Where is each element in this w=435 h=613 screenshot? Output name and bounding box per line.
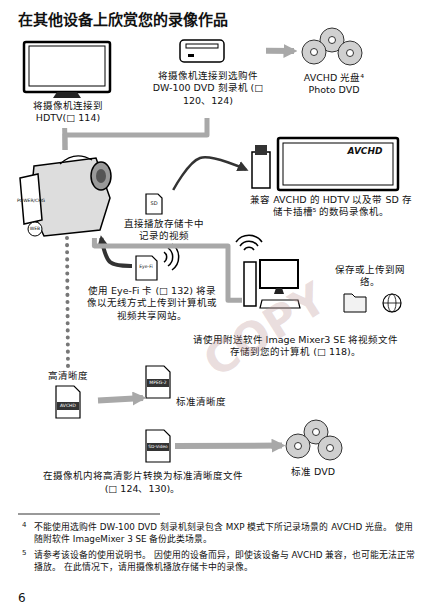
sd-card-icon [146, 194, 162, 214]
sd-video-file-node: SD-Video [143, 428, 175, 464]
tv-frame [24, 42, 110, 92]
disc-hole [313, 429, 320, 436]
file-sheet [56, 386, 80, 418]
wave-arc [244, 247, 254, 250]
wave-arc [168, 248, 173, 266]
node-caption: 标准 DVD [278, 466, 348, 478]
network-icons [344, 294, 401, 312]
wave-arc [172, 244, 179, 270]
hd-file-icon [56, 386, 80, 418]
connector [101, 238, 132, 266]
page-number: 6 [18, 590, 48, 606]
node-caption: 将摄像机连接到选购件 DW-100 DVD 刻录机 (□ 120、124) [150, 70, 266, 107]
node-caption: MPEG-2 [146, 380, 170, 386]
disc-tray [186, 44, 218, 48]
connector [175, 443, 282, 449]
pc-tower [244, 262, 256, 306]
node-caption: 高清晰度 [38, 370, 98, 382]
tv-screen [283, 143, 393, 185]
eye-fi-node: Eye-Fi使用 Eye-Fi 卡 (□ 132) 将录像以无线方式上传到计算机… [132, 254, 162, 284]
page-title: 在其他设备上欣赏您的录像作品 [18, 10, 418, 30]
connector [62, 128, 67, 150]
node-caption: Eye-Fi [133, 264, 159, 270]
disc-hole [347, 50, 354, 57]
wave-arc [236, 235, 262, 242]
node-caption: 保存或上传到网络。 [330, 264, 410, 289]
node-caption: WEB [28, 226, 42, 232]
globe-equator [383, 303, 401, 304]
camcorder-node: POWER/CHGWEB [18, 150, 116, 238]
node-caption: 标准清晰度 [176, 396, 240, 408]
disc-hole [295, 443, 302, 450]
burner-body [180, 40, 224, 62]
footnote-rule [18, 514, 160, 515]
node-caption: 兼容 AVCHD 的 HDTV 以及带 SD 存储卡插槽⁵ 的数码录像机。 [246, 194, 416, 219]
camcorder-icon [20, 156, 111, 236]
connector [266, 48, 294, 54]
node-caption: SD [146, 200, 162, 207]
mpeg-file-icon [146, 366, 170, 398]
node-caption: 直接播放存储卡中记录的视频 [120, 218, 208, 243]
hdtv-icon [24, 42, 110, 98]
disc [318, 436, 342, 460]
node-caption: AVCHD [56, 403, 80, 409]
tv-stand [53, 92, 81, 98]
node-caption: SD-Video [145, 444, 171, 450]
folder-icon [344, 294, 366, 312]
burner-button [188, 54, 194, 57]
disc-stack-icon [302, 28, 362, 65]
node-caption: POWER/CHG [14, 198, 48, 204]
connector [98, 398, 143, 400]
lens-glass [96, 169, 106, 183]
file-sheet [146, 430, 170, 462]
network-node: 保存或上传到网络。 [328, 262, 412, 318]
tv-frame [278, 138, 398, 190]
footnote-number: 4 [22, 521, 32, 530]
disc [302, 40, 326, 64]
sd-card-node: SD 直接播放存储卡中记录的视频 [118, 190, 210, 246]
dvd-burner-icon [180, 40, 224, 62]
dvd-burner-node: 将摄像机连接到选购件 DW-100 DVD 刻录机 (□ 120、124) [148, 34, 266, 118]
file-band [147, 379, 169, 387]
hdtv-node: 将摄像机连接到 HDTV(□ 114) [20, 38, 115, 128]
avchd-tv-node: AVCHD 兼容 AVCHD 的 HDTV 以及带 SD 存储卡插槽⁵ 的数码录像… [246, 132, 416, 226]
sd-video-file-icon [146, 430, 170, 462]
connector [67, 238, 68, 368]
node-caption: 将摄像机连接到 HDTV(□ 114) [22, 100, 114, 125]
wave-arc [240, 241, 258, 246]
disc-hole [311, 49, 318, 56]
disc [286, 434, 310, 458]
node-caption: AVCHD [338, 146, 392, 158]
tv-screen [29, 46, 105, 86]
footnote-number: 5 [22, 549, 32, 558]
camera-lens [91, 162, 111, 190]
disc [338, 41, 362, 65]
file-sheet [146, 366, 170, 398]
dvd-stack-icon [286, 420, 342, 460]
web-button [28, 222, 42, 236]
camera-body [30, 158, 110, 236]
disc-hole [329, 37, 336, 44]
conversion-note: 在摄像机内将高清影片转换为标准清晰度文件 (□ 124、130)。 [40, 470, 245, 496]
wave-arc [164, 252, 167, 262]
connector [173, 157, 246, 190]
camera-handle [60, 156, 92, 164]
node-caption: 使用 Eye-Fi 卡 (□ 132) 将录像以无线方式上传到计算机或视频共享网… [86, 285, 218, 322]
standard-dvd-node: 标准 DVD [282, 420, 344, 484]
footnote-text: 不能使用选购件 DW-100 DVD 刻录机刻录包含 MXP 模式下所记录场景的… [34, 522, 419, 546]
file-band [57, 402, 79, 410]
node-caption: AVCHD 光盘⁴ Photo DVD [294, 72, 374, 97]
avchd-tv-icon [252, 138, 398, 190]
globe-icon [383, 294, 401, 312]
hd-file-node: 高清晰度 AVCHD [38, 368, 98, 422]
disc-hole [327, 445, 334, 452]
card-slot-device [252, 152, 270, 188]
footnote-text: 请参考该设备的使用说明书。 因使用的设备而异，即使该设备与 AVCHD 兼容，也… [34, 550, 419, 574]
disc-node: AVCHD 光盘⁴ Photo DVD [294, 26, 374, 102]
inserted-card [255, 145, 267, 155]
